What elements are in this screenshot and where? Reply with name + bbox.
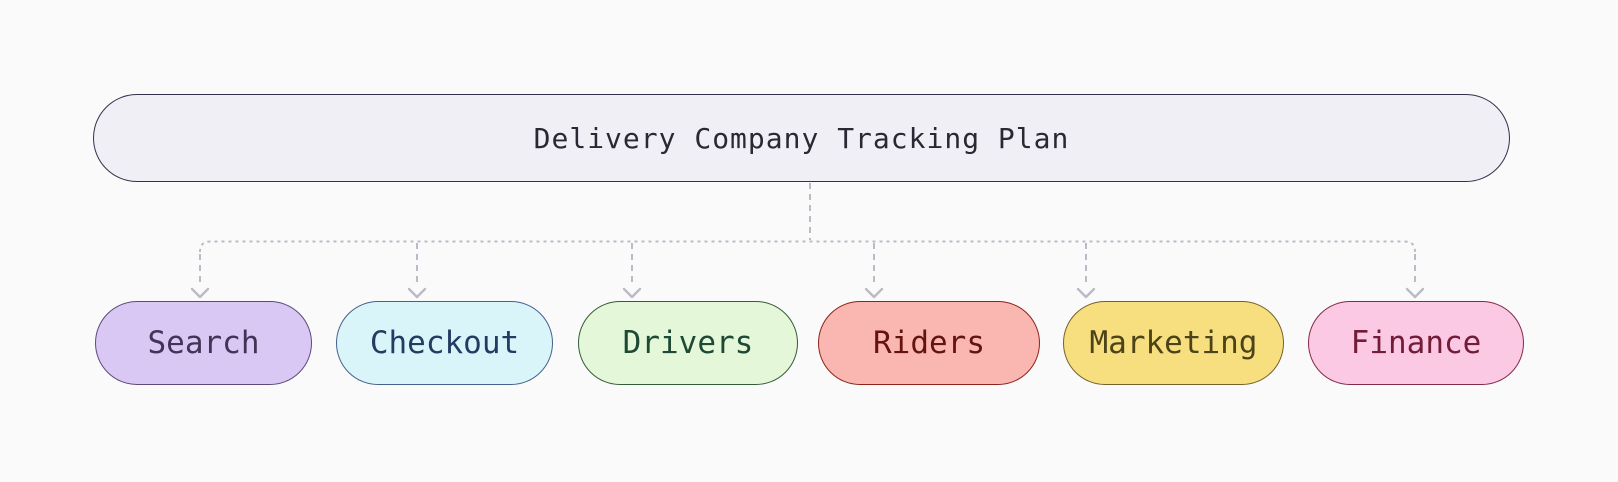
node-finance-label: Finance [1350, 325, 1482, 361]
node-drivers-label: Drivers [622, 325, 754, 361]
arrowhead-riders-icon [864, 287, 884, 299]
arrowhead-finance-icon [1405, 287, 1425, 299]
node-marketing[interactable]: Marketing [1063, 301, 1284, 385]
node-search[interactable]: Search [95, 301, 312, 385]
node-riders[interactable]: Riders [818, 301, 1040, 385]
node-checkout-label: Checkout [369, 325, 520, 361]
arrowhead-marketing-icon [1076, 287, 1096, 299]
root-node-label: Delivery Company Tracking Plan [533, 121, 1070, 155]
node-drivers[interactable]: Drivers [578, 301, 798, 385]
arrowhead-checkout-icon [407, 287, 427, 299]
node-riders-label: Riders [873, 325, 985, 361]
connector-rail [199, 240, 1416, 253]
node-checkout[interactable]: Checkout [336, 301, 553, 385]
arrowhead-search-icon [190, 287, 210, 299]
node-marketing-label: Marketing [1089, 325, 1258, 361]
root-node-tracking-plan[interactable]: Delivery Company Tracking Plan [93, 94, 1510, 182]
node-finance[interactable]: Finance [1308, 301, 1524, 385]
arrowhead-drivers-icon [622, 287, 642, 299]
node-search-label: Search [147, 325, 260, 361]
